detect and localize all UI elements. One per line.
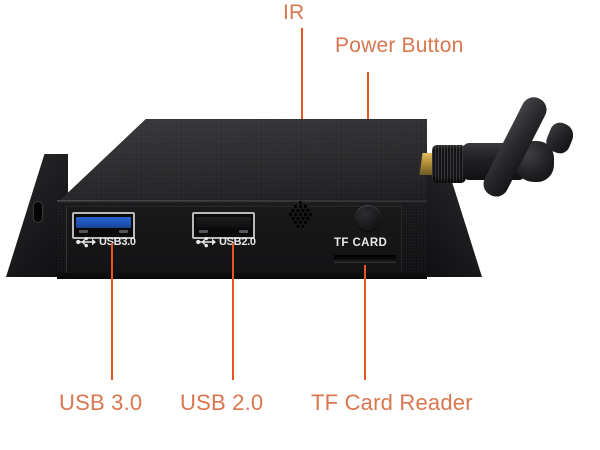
usb2-tongue bbox=[196, 217, 251, 228]
callout-label-ir: IR bbox=[283, 1, 305, 24]
usb3-tongue bbox=[76, 217, 131, 228]
mounting-bracket-keyhole-slot bbox=[34, 202, 42, 222]
callout-label-power-button: Power Button bbox=[335, 34, 464, 57]
tf-card-slot[interactable] bbox=[334, 255, 396, 262]
callout-label-usb3: USB 3.0 bbox=[59, 390, 143, 415]
leader-line-usb3 bbox=[111, 243, 113, 380]
usb2-port[interactable] bbox=[192, 212, 255, 239]
chassis-top-face bbox=[57, 119, 427, 203]
mini-pc-device: USB3.0 USB2.0 bbox=[0, 93, 600, 310]
usb2-silkscreen-text: USB2.0 bbox=[219, 236, 256, 248]
usb3-contacts bbox=[79, 230, 128, 234]
chassis-top-texture bbox=[57, 119, 427, 203]
tf-card-silkscreen: TF CARD bbox=[334, 237, 388, 249]
leader-line-usb2 bbox=[232, 243, 234, 380]
usb2-contacts bbox=[199, 230, 248, 234]
callout-label-tf-card-reader: TF Card Reader bbox=[311, 390, 473, 415]
usb3-silkscreen: USB3.0 bbox=[75, 236, 136, 248]
leader-line-ir bbox=[301, 28, 303, 200]
ir-grille-icon bbox=[284, 200, 317, 233]
leader-line-tf-card-reader bbox=[364, 265, 366, 380]
power-button[interactable] bbox=[355, 205, 381, 231]
antenna-knurled-nut bbox=[432, 145, 466, 183]
usb2-silkscreen: USB2.0 bbox=[195, 236, 256, 248]
chassis-bottom-lip bbox=[57, 273, 427, 279]
usb3-silkscreen-text: USB3.0 bbox=[99, 236, 136, 248]
usb-trident-icon bbox=[196, 237, 216, 248]
usb-trident-icon bbox=[76, 237, 96, 248]
usb3-port[interactable] bbox=[72, 212, 135, 239]
callout-label-usb2: USB 2.0 bbox=[180, 390, 264, 415]
